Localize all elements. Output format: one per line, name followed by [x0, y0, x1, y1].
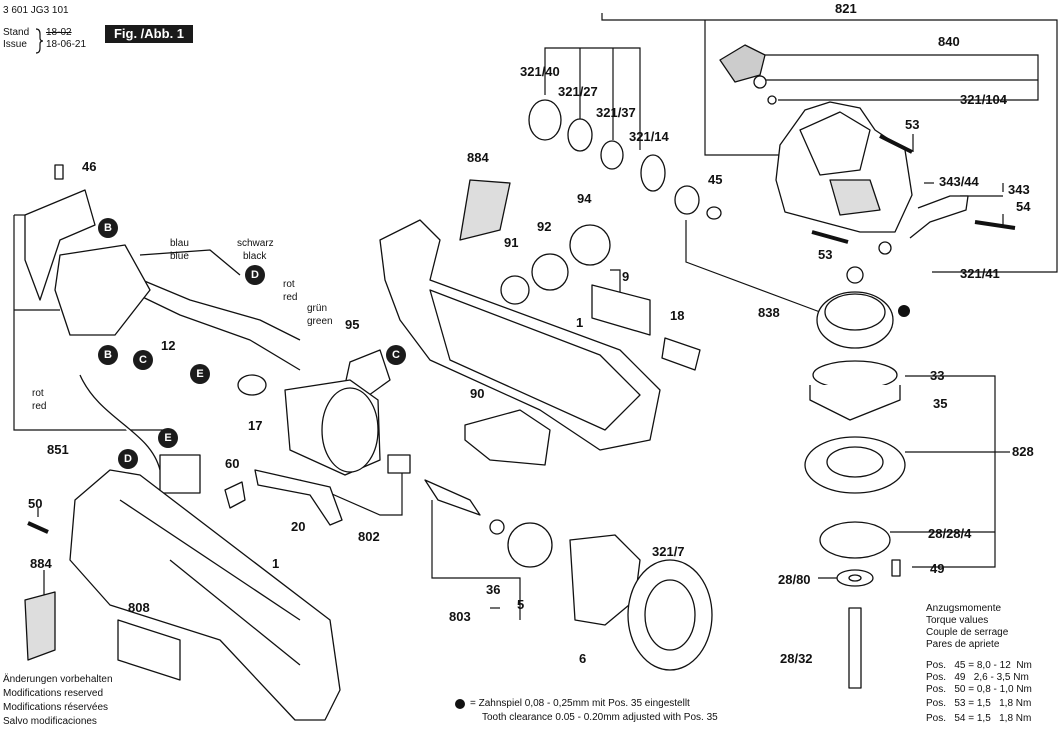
part-label-54: 54	[1016, 199, 1031, 214]
part-label-20: 20	[291, 519, 306, 534]
part-label-321-7: 321/7	[652, 544, 685, 559]
part-label-53-lower: 53	[818, 247, 833, 262]
part-label-6: 6	[579, 651, 587, 666]
part-label-28-80: 28/80	[778, 572, 811, 587]
torque-row-50: Pos. 50 = 0,8 - 1,0 Nm	[926, 684, 1032, 695]
doc-number: 3 601 JG3 101	[3, 5, 69, 16]
part-label-91: 91	[504, 235, 519, 250]
part-label-321-37: 321/37	[596, 105, 636, 120]
marker-e-lower: E	[158, 428, 178, 448]
part-label-1-upper: 1	[576, 315, 584, 330]
tooth-note-de: = Zahnspiel 0,08 - 0,25mm mit Pos. 35 ei…	[470, 698, 690, 709]
issue-label: Issue	[3, 39, 27, 50]
part-label-838: 838	[758, 305, 780, 320]
part-label-803: 803	[449, 609, 471, 624]
part-label-18: 18	[670, 308, 685, 323]
wire-label-red-upper: red	[283, 292, 298, 303]
part-label-808: 808	[128, 600, 150, 615]
marker-c-right: C	[386, 345, 406, 365]
tooth-clearance-dot	[898, 305, 910, 317]
torque-row-54: Pos. 54 = 1,5 1,8 Nm	[926, 713, 1032, 724]
wire-label-black: black	[243, 251, 267, 262]
part-label-1-lower: 1	[272, 556, 280, 571]
wire-label-green: green	[307, 316, 333, 327]
marker-b-lower: B	[98, 345, 118, 365]
stand-label: Stand	[3, 27, 30, 38]
part-label-50: 50	[28, 496, 43, 511]
torque-row-49: Pos. 49 2,6 - 3,5 Nm	[926, 672, 1029, 683]
disclaimer-line-es: Salvo modificaciones	[3, 716, 97, 727]
marker-e-upper: E	[190, 364, 210, 384]
wire-label-blue: blue	[170, 251, 189, 262]
torque-title-fr: Couple de serrage	[926, 627, 1009, 638]
part-label-343-44: 343/44	[939, 174, 979, 189]
wire-label-blau: blau	[170, 238, 189, 249]
part-label-802: 802	[358, 529, 380, 544]
tooth-clearance-legend-dot	[455, 699, 465, 709]
part-label-45: 45	[708, 172, 723, 187]
tooth-note-en: Tooth clearance 0.05 - 0.20mm adjusted w…	[482, 712, 718, 723]
part-label-343: 343	[1008, 182, 1030, 197]
part-label-95: 95	[345, 317, 360, 332]
part-label-46: 46	[82, 159, 97, 174]
torque-title-en: Torque values	[926, 615, 989, 626]
part-label-92: 92	[537, 219, 552, 234]
wire-label-rot-lower: rot	[32, 388, 44, 399]
part-label-33: 33	[930, 368, 945, 383]
part-label-36: 36	[486, 582, 501, 597]
marker-d-lower: D	[118, 449, 138, 469]
part-label-321-14: 321/14	[629, 129, 669, 144]
issue-value: 18-06-21	[46, 39, 87, 50]
part-label-828: 828	[1012, 444, 1034, 459]
part-label-94: 94	[577, 191, 592, 206]
torque-title-de: Anzugsmomente	[926, 603, 1002, 614]
part-label-28-28-4: 28/28/4	[928, 526, 972, 541]
part-label-17: 17	[248, 418, 263, 433]
wire-label-gruen: grün	[307, 303, 328, 314]
part-label-884-upper: 884	[467, 150, 489, 165]
part-label-9: 9	[622, 269, 630, 284]
part-label-321-104: 321/104	[960, 92, 1007, 107]
part-label-12: 12	[161, 338, 176, 353]
part-label-321-40: 321/40	[520, 64, 560, 79]
part-label-60: 60	[225, 456, 240, 471]
figure-label: Fig. /Abb. 1	[105, 25, 193, 43]
torque-row-45: Pos. 45 = 8,0 - 12 Nm	[926, 660, 1032, 671]
torque-title-es: Pares de apriete	[926, 639, 1000, 650]
part-label-321-27: 321/27	[558, 84, 598, 99]
marker-c-left: C	[133, 350, 153, 370]
disclaimer-line-en: Modifications reserved	[3, 688, 104, 699]
wire-label-rot-upper: rot	[283, 279, 295, 290]
disclaimer-line-fr: Modifications réservées	[3, 702, 109, 713]
torque-row-53: Pos. 53 = 1,5 1,8 Nm	[926, 698, 1032, 709]
marker-d-upper: D	[245, 265, 265, 285]
part-label-821: 821	[835, 1, 857, 16]
part-label-840: 840	[938, 34, 960, 49]
disclaimer-line-de: Änderungen vorbehalten	[3, 674, 113, 685]
wire-label-red-lower: red	[32, 401, 47, 412]
part-label-851: 851	[47, 442, 69, 457]
part-label-28-32: 28/32	[780, 651, 813, 666]
wire-label-schwarz: schwarz	[237, 238, 274, 249]
part-label-35: 35	[933, 396, 948, 411]
part-label-53-upper: 53	[905, 117, 920, 132]
part-label-49: 49	[930, 561, 945, 576]
part-label-5: 5	[517, 597, 525, 612]
stand-value: 18-02	[46, 27, 72, 38]
part-label-884-lower: 884	[30, 556, 52, 571]
marker-b-upper: B	[98, 218, 118, 238]
part-label-321-41: 321/41	[960, 266, 1000, 281]
part-label-90: 90	[470, 386, 485, 401]
